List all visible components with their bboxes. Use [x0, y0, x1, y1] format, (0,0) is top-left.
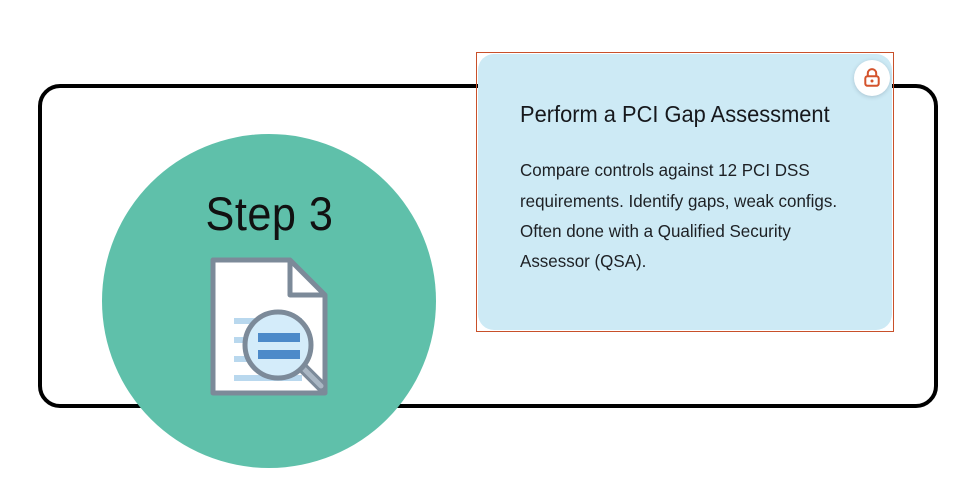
step-circle[interactable]: Step 3	[102, 134, 436, 468]
lock-badge[interactable]	[854, 60, 890, 96]
document-search-icon	[208, 255, 330, 403]
card-body: Compare controls against 12 PCI DSS requ…	[520, 160, 838, 272]
lock-icon	[864, 68, 880, 87]
info-card[interactable]: Perform a PCI Gap Assessment Compare con…	[478, 54, 892, 330]
step-label: Step 3	[205, 187, 333, 240]
card-title: Perform a PCI Gap Assessment	[520, 101, 830, 127]
card-selection-outline[interactable]	[476, 52, 894, 332]
